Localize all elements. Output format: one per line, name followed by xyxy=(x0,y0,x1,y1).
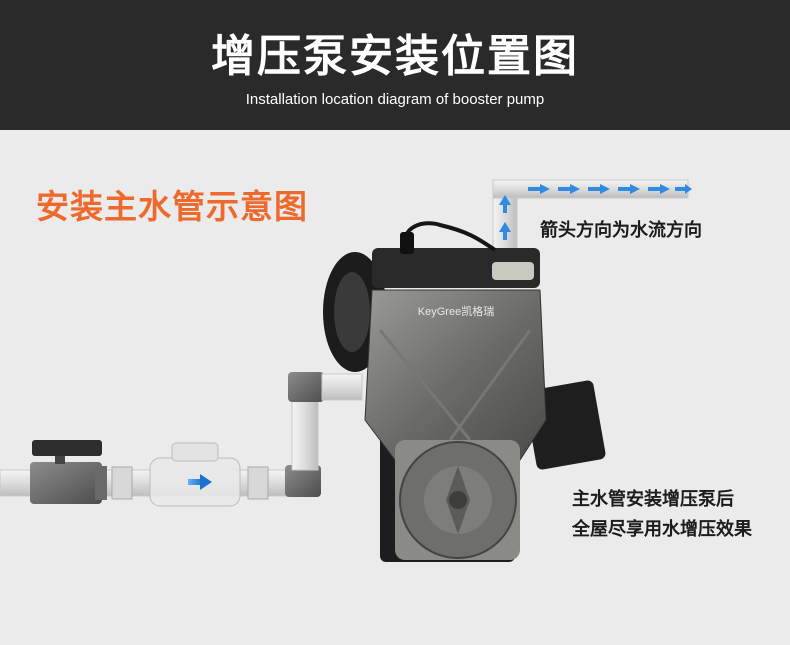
booster-pump: KeyGree凯格瑞 xyxy=(323,221,606,562)
pipe-coupling xyxy=(247,466,269,500)
result-note-line2: 全屋尽享用水增压效果 xyxy=(572,519,752,540)
section-title: 安装主水管示意图 xyxy=(36,187,308,226)
arrow-right-icon xyxy=(188,474,212,490)
flow-direction-note: 箭头方向为水流方向 xyxy=(540,220,702,241)
page-subtitle: Installation location diagram of booster… xyxy=(245,91,545,108)
water-meter-icon xyxy=(149,442,241,507)
riser-pipe xyxy=(285,372,363,497)
result-note-line1: 主水管安装增压泵后 xyxy=(572,489,734,510)
installation-diagram: KeyGree凯格瑞 xyxy=(0,179,692,562)
pipe-coupling xyxy=(111,466,133,500)
result-note: 主水管安装增压泵后 全屋尽享用水增压效果 xyxy=(572,485,752,545)
ball-valve-icon xyxy=(30,440,107,504)
header-banner: 增压泵安装位置图 Installation location diagram o… xyxy=(0,0,790,130)
pump-logo: KeyGree凯格瑞 xyxy=(418,304,494,318)
page-title: 增压泵安装位置图 xyxy=(211,31,579,82)
flow-arrows xyxy=(499,184,692,240)
